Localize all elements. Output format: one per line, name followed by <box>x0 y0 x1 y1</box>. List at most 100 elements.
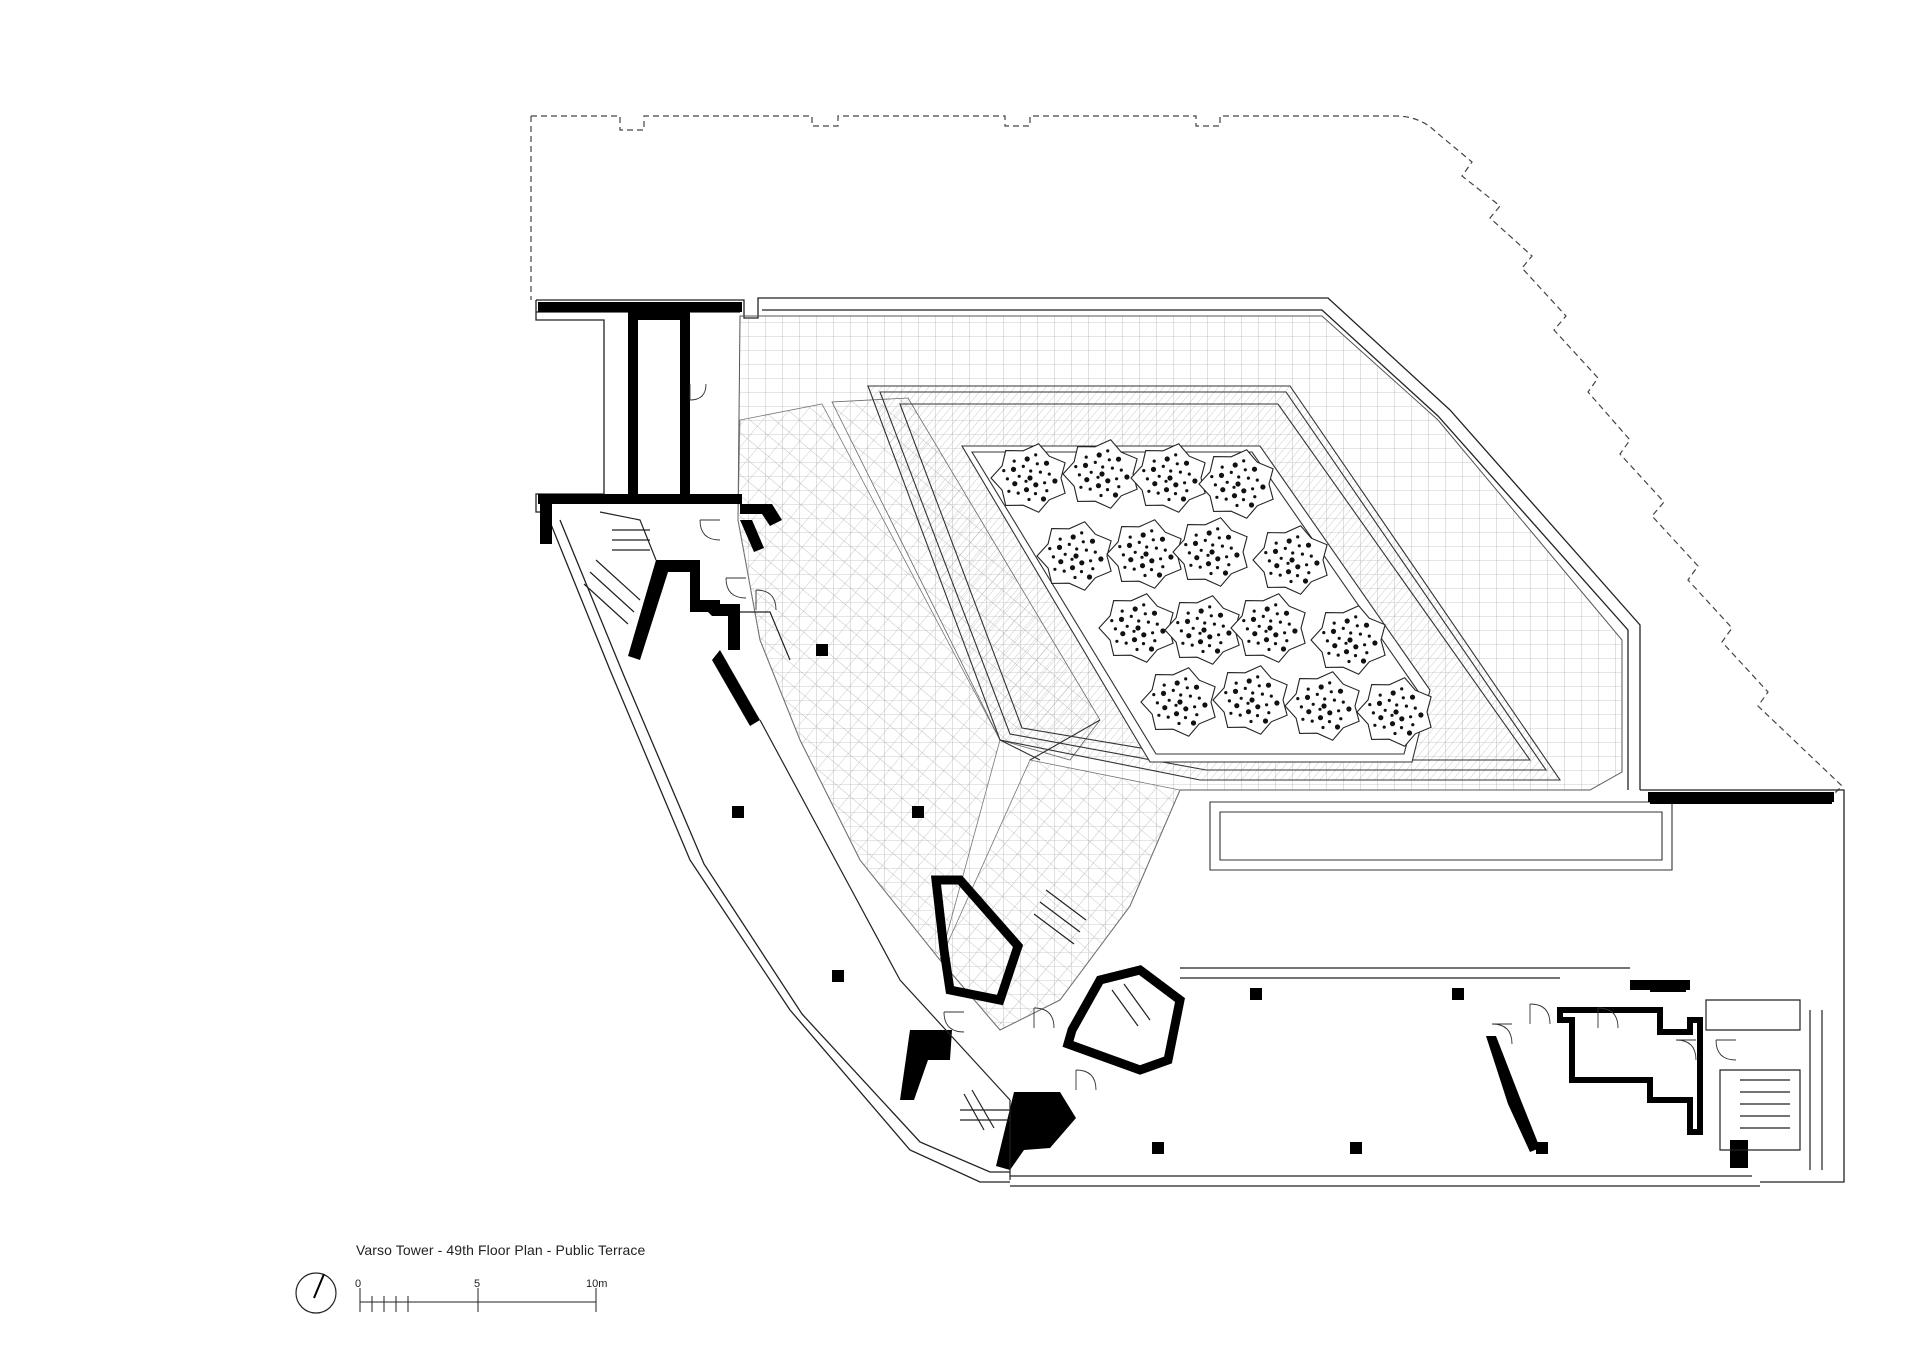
tree-leaf-mark <box>1274 603 1278 607</box>
tree-leaf-mark <box>1156 572 1163 578</box>
tree-leaf-mark <box>1306 709 1312 715</box>
tree-leaf-mark <box>1269 571 1273 575</box>
tree-leaf-mark <box>1323 697 1327 701</box>
tree-leaf-mark <box>1052 478 1058 484</box>
tree-leaf-mark <box>1325 639 1329 643</box>
tree-leaf-mark <box>1010 466 1017 472</box>
tree-leaf-mark <box>1024 479 1028 483</box>
tree-leaf-mark <box>1252 609 1256 613</box>
tree-leaf-mark <box>1101 465 1105 469</box>
tree-leaf-mark <box>1215 556 1221 562</box>
tree-leaf-mark <box>1341 700 1345 704</box>
tree-leaf-mark <box>1235 503 1239 508</box>
tree-leaf-mark <box>1190 720 1197 726</box>
tree-leaf-mark <box>1168 554 1174 560</box>
tree-leaf-mark <box>1186 611 1190 615</box>
tree-leaf-mark <box>1151 631 1155 635</box>
tree-leaf-mark <box>1241 498 1246 502</box>
tree-leaf-mark <box>1274 563 1280 569</box>
tree-leaf-mark <box>1250 616 1257 623</box>
door-swings <box>689 383 1737 1091</box>
tree-leaf-mark <box>1389 721 1396 727</box>
tree-leaf-mark <box>1125 624 1129 628</box>
tree-leaf-mark <box>1289 579 1293 584</box>
tree-leaf-mark <box>1185 686 1189 690</box>
tree-leaf-mark <box>1043 481 1047 485</box>
tree-leaf-mark <box>1157 474 1161 478</box>
tree-leaf-mark <box>1091 567 1095 571</box>
tree-leaf-mark <box>1137 619 1141 623</box>
tree-leaf-mark <box>1167 698 1171 702</box>
tree-leaf-mark <box>1260 484 1266 490</box>
drawing-caption: Varso Tower - 49th Floor Plan - Public T… <box>356 1242 646 1258</box>
tree-leaf-mark <box>1205 561 1212 567</box>
tree-leaf-mark <box>1399 726 1404 730</box>
tree-leaf-mark <box>1251 487 1255 491</box>
tree-leaf-mark <box>1033 492 1038 496</box>
tree-leaf-mark <box>1273 632 1279 638</box>
tree-leaf-mark <box>1195 616 1199 621</box>
tree-leaf-mark <box>1318 684 1324 690</box>
tree-leaf-mark <box>1115 639 1119 643</box>
tree-leaf-mark <box>1096 475 1100 479</box>
tree-leaf-mark <box>1262 718 1269 724</box>
tree-leaf-mark <box>1153 639 1157 643</box>
tree-leaf-mark <box>1301 717 1305 721</box>
tree-leaf-mark <box>1328 681 1332 685</box>
tree-leaf-mark <box>1105 488 1110 492</box>
tree-leaf-mark <box>1341 626 1345 631</box>
tree-leaf-mark <box>1063 552 1067 556</box>
scale-label-10m: 10m <box>586 1278 608 1290</box>
tree-leaf-mark <box>1152 693 1156 697</box>
tree-leaf-mark <box>1184 543 1188 547</box>
tree-leaf-mark <box>1207 634 1213 640</box>
tree-leaf-mark <box>1247 639 1251 643</box>
tree-leaf-mark <box>1327 651 1331 655</box>
tree-leaf-mark <box>1257 684 1261 688</box>
tree-leaf-mark <box>1184 618 1191 625</box>
tree-leaf-mark <box>1365 651 1369 655</box>
tree-leaf-mark <box>1201 649 1205 654</box>
tree-leaf-mark <box>1234 681 1238 685</box>
tree-leaf-mark <box>1358 632 1362 636</box>
tree-leaf-mark <box>1180 496 1187 502</box>
tree-leaf-mark <box>1216 527 1220 531</box>
tree-leaf-mark <box>1058 537 1062 541</box>
tree-leaf-mark <box>1215 566 1220 570</box>
tree-leaf-mark <box>1051 555 1055 559</box>
tree-leaf-mark <box>1132 606 1138 612</box>
tree-leaf-mark <box>1229 546 1233 550</box>
tree-leaf-mark <box>1162 683 1166 687</box>
tree-leaf-mark <box>1241 488 1247 494</box>
tree-leaf-mark <box>1269 619 1273 623</box>
tree-leaf-mark <box>1302 578 1309 584</box>
tree-leaf-mark <box>1406 730 1413 736</box>
tree-leaf-mark <box>1305 563 1309 567</box>
tree-leaf-mark <box>1278 620 1282 624</box>
tree-leaf-mark <box>1133 550 1137 554</box>
tree-leaf-mark <box>1285 569 1292 575</box>
tree-leaf-mark <box>1355 624 1359 628</box>
tree-leaf-mark <box>1167 475 1173 481</box>
tree-leaf-mark <box>1093 550 1097 554</box>
tree-leaf-mark <box>1163 548 1167 552</box>
tree-leaf-mark <box>1249 719 1253 724</box>
tree-leaf-mark <box>1110 619 1114 623</box>
tree-leaf-mark <box>1245 709 1252 715</box>
tree-leaf-mark <box>1197 639 1204 645</box>
tree-leaf-mark <box>1399 716 1405 722</box>
tree-leaf-mark <box>1252 631 1258 637</box>
tree-leaf-mark <box>1193 705 1197 709</box>
tree-leaf-mark <box>1225 534 1232 540</box>
tree-leaf-mark <box>1267 625 1273 631</box>
tree-leaf-mark <box>1311 702 1315 706</box>
tree-leaf-mark <box>1107 458 1111 462</box>
tree-leaf-mark <box>1084 477 1090 483</box>
tree-leaf-mark <box>1285 639 1289 643</box>
tree-leaf-mark <box>1209 571 1213 576</box>
tree-leaf-mark <box>1152 459 1156 463</box>
tree-leaf-mark <box>1336 653 1340 657</box>
tree-leaf-mark <box>1283 631 1287 635</box>
tree-leaf-mark <box>1120 631 1126 637</box>
tree-leaf-mark <box>1110 466 1114 470</box>
